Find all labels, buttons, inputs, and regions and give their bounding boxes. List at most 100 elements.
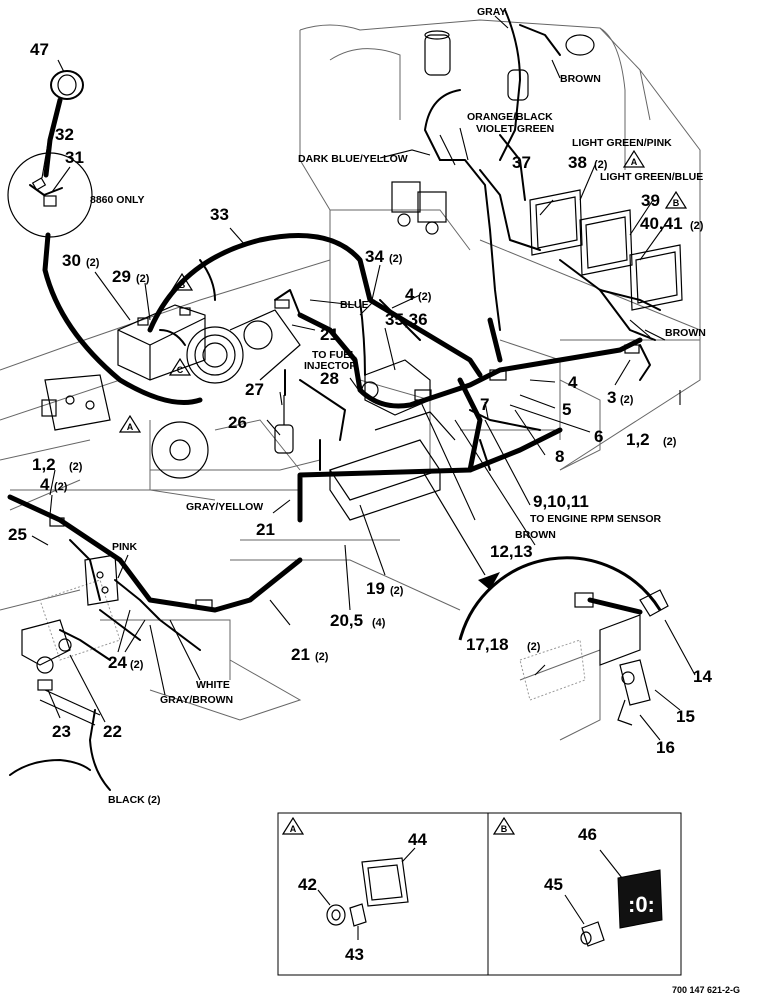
wire-label-dark-blue-yellow: DARK BLUE/YELLOW: [298, 153, 408, 165]
callout-38-qty: (2): [594, 159, 608, 171]
callout-21-mid: 21: [256, 520, 275, 539]
callout-30-qty: (2): [86, 257, 100, 269]
wire-label-gray-brown: GRAY/BROWN: [160, 694, 233, 706]
inset-box-a: [277, 812, 489, 976]
callout-31: 31: [65, 148, 84, 167]
callout-4-top-qty: (2): [418, 291, 432, 303]
callout-40-41: 40,41: [640, 214, 683, 233]
callout-42: 42: [298, 875, 317, 894]
callout-22: 22: [103, 722, 122, 741]
callout-6: 6: [594, 427, 603, 446]
wire-label-gray-yellow: GRAY/YELLOW: [186, 501, 263, 513]
detail-magnifier: [421, 469, 669, 741]
inset-b-flag: B: [501, 824, 508, 834]
control-module: [329, 411, 456, 521]
callout-16: 16: [656, 738, 675, 757]
callout-44: 44: [408, 830, 427, 849]
callout-47: 47: [30, 40, 49, 59]
light-assemblies: [529, 189, 683, 311]
callout-1-2-right: 1,2: [626, 430, 650, 449]
callout-8: 8: [555, 447, 564, 466]
wire-label-orange-black: ORANGE/BLACK: [467, 111, 553, 123]
callout-1-2-left-qty: (2): [69, 461, 83, 473]
callout-17-18-qty: (2): [527, 641, 541, 653]
flag-b-marker-right: B: [673, 198, 680, 208]
callout-20-5: 20,5: [330, 611, 363, 630]
callout-19-qty: (2): [390, 585, 404, 597]
engine-pulley: [149, 421, 216, 501]
valve-assembly: [21, 619, 72, 691]
leader-lines: [31, 15, 696, 741]
callout-30: 30: [62, 251, 81, 270]
label-injector: INJECTOR: [304, 360, 357, 372]
flag-c-marker: C: [177, 365, 184, 375]
wire-label-light-green-blue: LIGHT GREEN/BLUE: [600, 171, 703, 183]
wire-label-brown-right: BROWN: [665, 327, 706, 339]
wire-label-light-green-pink: LIGHT GREEN/PINK: [572, 137, 672, 149]
callout-35-36: 35,36: [385, 310, 428, 329]
callout-21-top: 21: [320, 325, 339, 344]
callout-40-41-qty: (2): [690, 220, 704, 232]
left-controls: [41, 374, 111, 431]
callout-34: 34: [365, 247, 384, 266]
callout-3: 3: [607, 388, 616, 407]
detail-circle-upper: [7, 70, 203, 405]
wire-label-white: WHITE: [196, 679, 230, 691]
wire-label-brown-top: BROWN: [560, 73, 601, 85]
wire-label-gray: GRAY: [477, 6, 506, 18]
label-to-fuel: TO FUEL: [312, 349, 357, 361]
callout-32: 32: [55, 125, 74, 144]
callout-29-qty: (2): [136, 273, 150, 285]
wire-label-pink: PINK: [112, 541, 138, 553]
callout-7: 7: [480, 395, 489, 414]
callout-28: 28: [320, 369, 339, 388]
inset-a-flag: A: [290, 824, 297, 834]
callout-12-13: 12,13: [490, 542, 533, 561]
wire-label-black: BLACK (2): [108, 794, 161, 806]
flag-a-marker-right: A: [631, 157, 638, 167]
battery: [117, 304, 206, 381]
callout-33: 33: [210, 205, 229, 224]
callout-39: 39: [641, 191, 660, 210]
callout-15: 15: [676, 707, 695, 726]
reservoir: [507, 34, 595, 101]
callout-43: 43: [345, 945, 364, 964]
callout-19: 19: [366, 579, 385, 598]
inset-box-b: :0:: [487, 812, 682, 976]
callout-29: 29: [112, 267, 131, 286]
callout-17-18: 17,18: [466, 635, 509, 654]
callout-21-bottom-qty: (2): [315, 651, 329, 663]
wire-label-brown-mid: BROWN: [515, 529, 556, 541]
callout-45: 45: [544, 875, 563, 894]
callout-38: 38: [568, 153, 587, 172]
callout-24-qty: (2): [130, 659, 144, 671]
fuel-filter: [424, 30, 451, 76]
label-to-engine-rpm-sensor: TO ENGINE RPM SENSOR: [530, 513, 661, 525]
callout-20-5-qty: (4): [372, 617, 386, 629]
switch-cluster: [84, 554, 119, 606]
drawing-reference-number: 700 147 621-2-G: [672, 985, 740, 995]
callout-37: 37: [512, 153, 531, 172]
callout-26: 26: [228, 413, 247, 432]
callout-4-top: 4: [405, 285, 415, 304]
flag-a-marker-left: A: [127, 422, 134, 432]
callout-4-right: 4: [568, 373, 578, 392]
callout-21-bottom: 21: [291, 645, 310, 664]
flag-markers: [118, 149, 688, 433]
callout-25: 25: [8, 525, 27, 544]
reflector-graphic: :0:: [628, 892, 655, 917]
callout-1-2-right-qty: (2): [663, 436, 677, 448]
label-8860-only: 8860 ONLY: [90, 194, 144, 206]
callout-34-qty: (2): [389, 253, 403, 265]
wire-label-violet-green: VIOLET/GREEN: [476, 123, 554, 135]
wire-label-blue: BLUE: [340, 299, 369, 311]
callout-46: 46: [578, 825, 597, 844]
flag-b-marker: B: [179, 280, 186, 290]
sensor-26: [274, 395, 294, 454]
callout-3-qty: (2): [620, 394, 634, 406]
callout-14: 14: [693, 667, 712, 686]
callout-23: 23: [52, 722, 71, 741]
callout-9-10-11: 9,10,11: [533, 492, 589, 511]
callout-4-left-qty: (2): [54, 481, 68, 493]
